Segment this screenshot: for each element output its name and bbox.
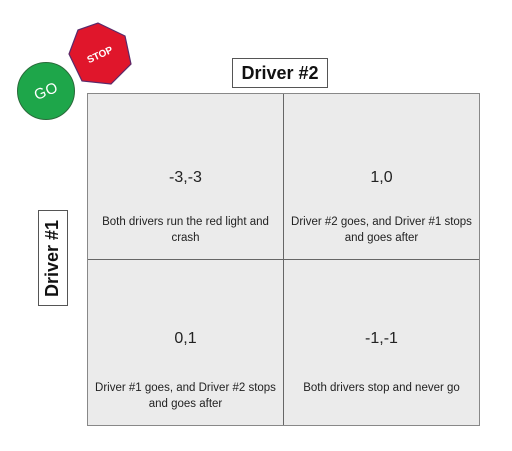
cell-description: Both drivers stop and never go: [303, 382, 460, 394]
cell-description: Driver #2 goes, and Driver #1 stops and …: [291, 216, 472, 244]
stop-sign-icon: STOP: [65, 20, 135, 90]
matrix-horizontal-divider: [88, 259, 479, 260]
driver2-label-box: Driver #2: [232, 58, 328, 88]
cell-payoff: -1,-1: [365, 330, 398, 347]
stop-sign-shape: [68, 22, 132, 85]
matrix-cell-bottom-right: -1,-1 Both drivers stop and never go: [284, 260, 479, 425]
cell-description: Both drivers run the red light and crash: [102, 216, 269, 244]
matrix-cell-bottom-left: 0,1 Driver #1 goes, and Driver #2 stops …: [88, 260, 283, 425]
go-sign-icon: GO: [17, 62, 75, 120]
matrix-cell-top-right: 1,0 Driver #2 goes, and Driver #1 stops …: [284, 94, 479, 259]
payoff-matrix: -3,-3 Both drivers run the red light and…: [87, 93, 480, 426]
cell-payoff: 0,1: [174, 330, 197, 347]
cell-description: Driver #1 goes, and Driver #2 stops and …: [95, 382, 276, 410]
go-sign-label: GO: [31, 78, 61, 104]
driver1-label-box: Driver #1: [38, 210, 68, 306]
cell-payoff: -3,-3: [169, 169, 202, 186]
driver1-label: Driver #1: [42, 219, 63, 297]
matrix-cell-top-left: -3,-3 Both drivers run the red light and…: [88, 94, 283, 259]
cell-payoff: 1,0: [370, 169, 393, 186]
driver2-label: Driver #2: [241, 62, 319, 83]
